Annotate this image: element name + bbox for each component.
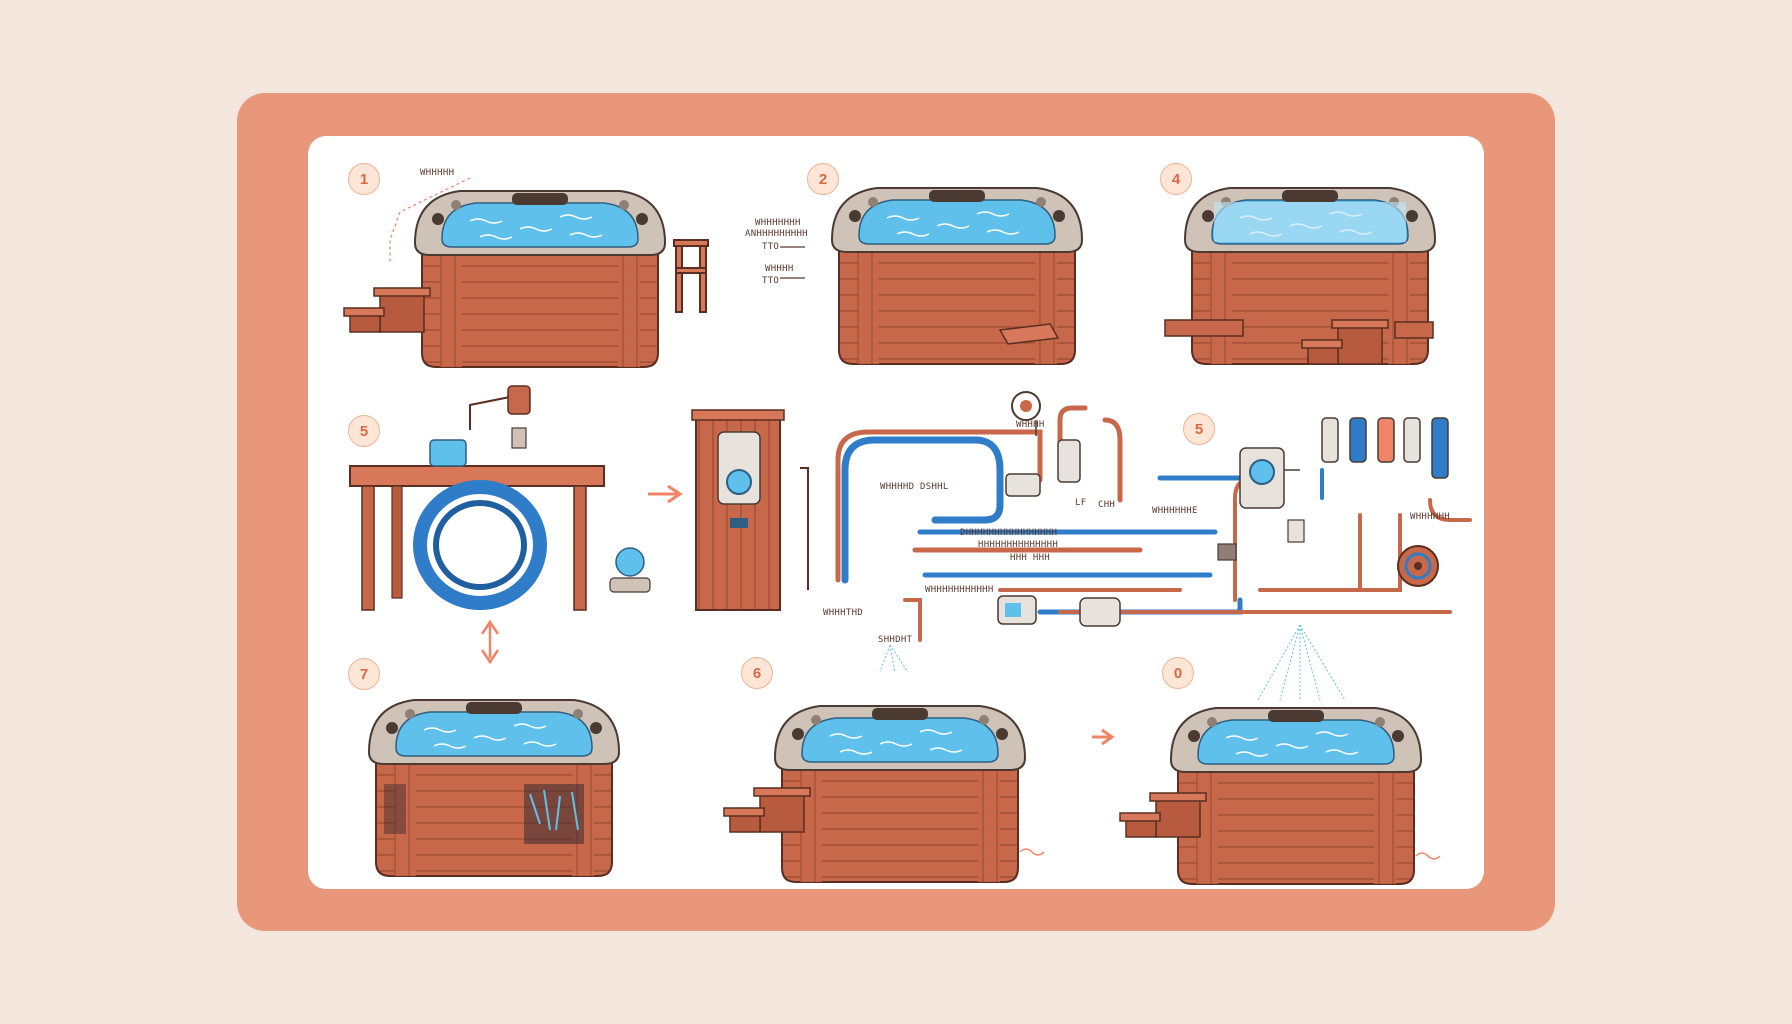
heater-unit-icon (1239, 447, 1300, 509)
label-step-2c: TTO (762, 242, 780, 252)
label-post: WHHHTHD (823, 608, 864, 618)
step-badge-0: 0 (1162, 657, 1194, 689)
step-badge-5a: 5 (348, 415, 380, 447)
label-reel: WHHHHHH (1410, 512, 1451, 522)
label-pipe-chh: CHH (1098, 500, 1116, 510)
spray-lines (879, 624, 1346, 701)
step-badge-5b: 5 (1183, 413, 1215, 445)
tub-step-6 (774, 705, 1026, 883)
filter-icon (997, 519, 1305, 627)
label-line-a: DHHHHHHHHHHHHHHHH (960, 528, 1058, 538)
pump-icon (1005, 439, 1081, 497)
label-heater: WHHHHHHE (1152, 506, 1198, 516)
label-line-c: HHH HHH (1010, 553, 1051, 563)
steps-step-1 (343, 287, 431, 333)
hose-reel-icon (1397, 545, 1439, 587)
tub-step-7 (368, 699, 620, 877)
lid-step-2 (998, 323, 1060, 345)
ladder-step-1 (673, 239, 709, 313)
label-gauge: WHHHH (1016, 420, 1045, 430)
steps-step-0 (1119, 792, 1207, 838)
label-line-d: WHHHHHHHHHHH (925, 585, 994, 595)
label-pipe-main: WHHHHD DSHHL (880, 482, 949, 492)
label-step-6: SHHDHT (878, 635, 913, 645)
label-line-b: HHHHHHHHHHHHHH (978, 540, 1059, 550)
gauge-icon (1011, 391, 1041, 436)
step-badge-4: 4 (1160, 163, 1192, 195)
tub-step-0 (1170, 707, 1422, 885)
step-badge-6: 6 (741, 657, 773, 689)
step-badge-7: 7 (348, 658, 380, 690)
valve-set-icon (1321, 417, 1449, 479)
control-panel-post (691, 409, 809, 611)
bench-step-4 (1164, 319, 1434, 339)
step-badge-1: 1 (348, 163, 380, 195)
tub-step-1 (414, 190, 666, 368)
label-step-1: WHHHHH (420, 168, 455, 178)
label-step-2d: WHHHH (765, 264, 794, 274)
device-step-5 (609, 547, 651, 593)
workbench-step-5 (349, 385, 605, 611)
pipe-network (835, 405, 1472, 642)
label-step-2b: ANHHHHHHHHH (745, 229, 808, 239)
label-pipe-lf: LF (1075, 498, 1087, 508)
step-badge-2: 2 (807, 163, 839, 195)
label-step-2a: WHHHHHHH (755, 218, 801, 228)
label-step-2e: TTO (762, 276, 780, 286)
tub-step-4 (1184, 187, 1436, 365)
steps-step-6 (723, 787, 811, 833)
